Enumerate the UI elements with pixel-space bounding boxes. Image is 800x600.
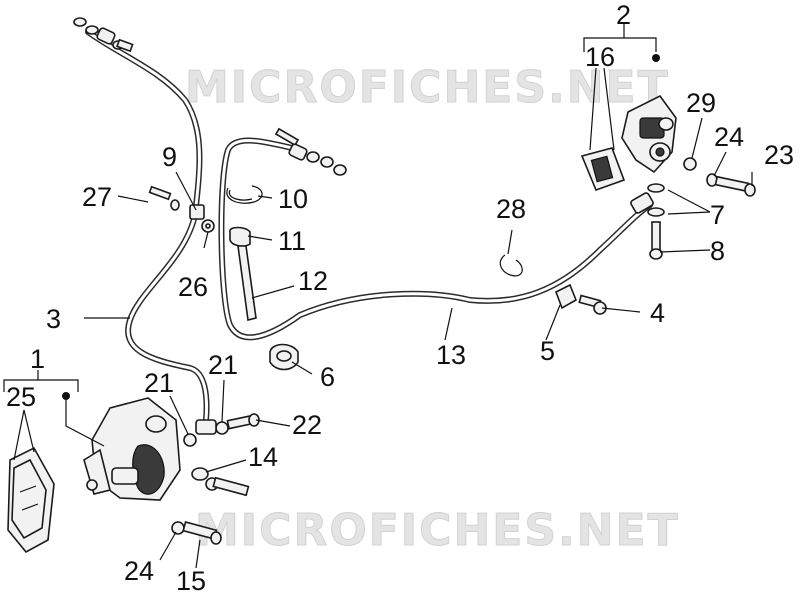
hose-bracket-5 bbox=[554, 283, 578, 310]
label-7: 7 bbox=[710, 200, 725, 230]
label-21-right: 21 bbox=[208, 350, 238, 380]
hose-holder-6 bbox=[269, 343, 299, 371]
label-13: 13 bbox=[436, 340, 466, 370]
label-23: 23 bbox=[764, 140, 794, 170]
banjo-bolt-8 bbox=[649, 221, 663, 260]
bolt-23 bbox=[714, 175, 756, 197]
label-28: 28 bbox=[496, 194, 526, 224]
label-26: 26 bbox=[178, 272, 208, 302]
banjo-bolt-22 bbox=[226, 413, 260, 430]
caliper-bolt-15 bbox=[182, 521, 222, 545]
label-16: 16 bbox=[585, 42, 615, 72]
leader-lines bbox=[3, 22, 753, 569]
label-29: 29 bbox=[686, 88, 716, 118]
clamp-ring-28 bbox=[499, 254, 523, 277]
hose-clip-11 bbox=[229, 226, 251, 247]
label-27: 27 bbox=[82, 182, 112, 212]
spring-clamp bbox=[226, 185, 263, 204]
washer-24-bottom bbox=[171, 521, 185, 535]
reservoir-pad-16 bbox=[580, 147, 626, 192]
label-9: 9 bbox=[162, 142, 177, 172]
label-22: 22 bbox=[292, 410, 322, 440]
protective-sleeve bbox=[237, 245, 257, 321]
label-10: 10 bbox=[278, 184, 308, 214]
front-hose-banjo-fitting bbox=[73, 17, 134, 53]
washer-26 bbox=[201, 219, 215, 233]
label-1: 1 bbox=[30, 344, 45, 374]
bullet-dot bbox=[62, 392, 70, 400]
label-8: 8 bbox=[710, 236, 725, 266]
label-4: 4 bbox=[650, 298, 665, 328]
front-brake-hose bbox=[85, 29, 210, 423]
watermark-bottom: MICROFICHES.NET bbox=[195, 505, 680, 556]
label-25: 25 bbox=[6, 382, 36, 412]
label-12: 12 bbox=[298, 266, 328, 296]
callout-labels: 2 16 29 24 23 7 8 4 5 28 13 6 9 10 11 12… bbox=[6, 0, 794, 596]
bracket-bolt-4 bbox=[578, 294, 607, 315]
hose-guide-clip bbox=[148, 185, 205, 220]
caliper-washers-21 bbox=[183, 421, 229, 447]
label-24-top: 24 bbox=[714, 122, 744, 152]
rear-brake-hose bbox=[218, 137, 653, 341]
label-3: 3 bbox=[46, 304, 61, 334]
watermark-top: MICROFICHES.NET bbox=[185, 62, 670, 113]
sealing-washers-7 bbox=[647, 183, 665, 217]
label-6: 6 bbox=[320, 362, 335, 392]
rear-hose-banjo-fitting bbox=[274, 127, 347, 176]
label-5: 5 bbox=[540, 336, 555, 366]
brake-master-cylinder bbox=[621, 94, 677, 174]
rear-hose-end-fitting bbox=[630, 192, 654, 214]
label-15: 15 bbox=[176, 566, 206, 596]
label-21-left: 21 bbox=[144, 368, 174, 398]
washer-29 bbox=[683, 157, 697, 171]
brake-pads bbox=[7, 446, 55, 554]
label-14: 14 bbox=[248, 442, 278, 472]
caliper-bolt-14 bbox=[191, 467, 250, 497]
label-24-bottom: 24 bbox=[124, 556, 154, 586]
caliper-hose-fitting bbox=[195, 419, 217, 435]
brake-caliper bbox=[83, 397, 181, 501]
bullet-dot bbox=[652, 54, 660, 62]
label-2: 2 bbox=[616, 0, 631, 30]
label-11: 11 bbox=[278, 226, 306, 256]
